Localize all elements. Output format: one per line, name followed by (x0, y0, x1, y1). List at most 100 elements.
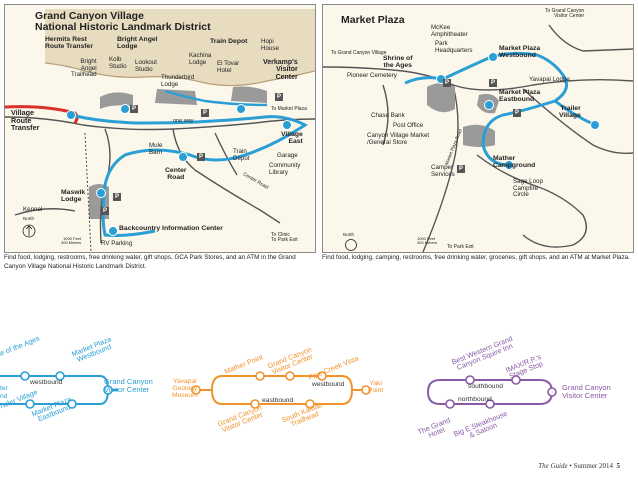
label-sage-loop: Sage Loop Campfire Circle (513, 178, 543, 198)
stop-marker-village-east[interactable] (282, 120, 292, 130)
purple-label-southbound: southbound (468, 383, 503, 390)
label-to-park-exit: To Park Exit (447, 244, 474, 250)
stop-verkamps: Verkamp's Visitor Center (263, 59, 298, 81)
blue-label-visitor-center: Grand Canyon Visitor Center (104, 377, 153, 394)
market-plaza-drawing (323, 24, 633, 252)
building-kachina (155, 89, 197, 105)
parking-icon: P (443, 79, 451, 87)
parking-icon: P (489, 79, 497, 87)
label-to-clinic: To Clinic To Park Exit (271, 232, 298, 244)
road-center (172, 128, 281, 224)
building-shrine (427, 83, 455, 113)
stop-marker-mather[interactable] (504, 160, 514, 170)
hermits-connector (164, 89, 268, 107)
stop-marker-maswik[interactable] (96, 188, 106, 198)
parking-icon: P (457, 165, 465, 173)
label-one-way: one way (173, 118, 194, 124)
road-trailer (522, 88, 633, 155)
stop-marker-center-road[interactable] (178, 152, 188, 162)
stop-backcountry: Backcountry Information Center (119, 225, 223, 232)
label-park-hq: Park Headquarters (435, 40, 473, 54)
label-lookout-studio: Lookout Studio (135, 59, 158, 73)
market-plaza-title: Market Plaza (341, 14, 405, 26)
footer-guide: The Guide (538, 462, 568, 470)
building-market (463, 124, 495, 147)
stop-mather: Mather Campground (493, 155, 536, 170)
road-pioneer (382, 84, 389, 146)
stop-shrine: Shrine of the Ages (383, 55, 413, 70)
label-to-visitor-center: To Grand Canyon Visitor Center (545, 8, 585, 20)
stop-village-east: Village East (281, 131, 303, 146)
orange-label-mather: Mather Point (222, 352, 265, 376)
label-market: Canyon Village Market /General Store (367, 132, 430, 146)
stop-marker-market-west[interactable] (488, 52, 498, 62)
market-plaza-map: P P P P Market Plaza Shrine of the Ages … (322, 4, 634, 253)
label-to-gc-village: To Grand Canyon Village (331, 50, 387, 56)
orange-label-yavapai: Yavapai Geology Museum (172, 378, 198, 400)
market-plaza-road (422, 84, 459, 252)
label-kachina-lodge: Kachina Lodge (189, 52, 212, 66)
label-thunderbird: Thunderbird Lodge (161, 74, 195, 88)
north-arrow-icon (345, 239, 357, 251)
stop-marker-village-transfer[interactable] (66, 110, 76, 120)
stop-village-route-transfer: Village Route Transfer (11, 108, 40, 133)
stop-market-west: Market Plaza Westbound (499, 45, 541, 60)
canyon-rim (44, 62, 315, 87)
label-bright-angel-trailhead: Bright Angel Trailhead (71, 58, 97, 78)
label-north: North (343, 232, 355, 237)
label-garage: Garage (277, 152, 298, 159)
village-map-title-2: National Historic Landmark District (35, 21, 211, 33)
orange-label-visitor-center-bottom: Grand Canyon Visitor Center (216, 402, 265, 435)
orange-label-eastbound: eastbound (262, 397, 294, 404)
blue-label-westbound: westbound (30, 379, 63, 386)
label-kolb-studio: Kolb Studio (109, 56, 127, 70)
stop-marker-bright-angel[interactable] (120, 104, 130, 114)
blue-label-cut-bottom: nd (0, 393, 8, 400)
village-map-caption: Find food, lodging, restrooms, free drin… (4, 254, 296, 270)
purple-label-imax: IMAX/R.P.'s Stage Stop (504, 352, 545, 381)
label-hopi-house: Hopi House (261, 38, 279, 52)
stop-marker-market-east[interactable] (484, 100, 494, 110)
label-yavapai-lodge: Yavapai Lodge (529, 76, 570, 83)
label-mckee: McKee Amphitheater (431, 24, 468, 38)
village-loop-road (5, 116, 315, 131)
market-plaza-caption: Find food, lodging, camping, restrooms, … (322, 254, 630, 261)
parking-icon: P (201, 109, 209, 117)
stop-maswik: Maswik Lodge (61, 189, 86, 204)
blue-label-cut-top: ter (0, 385, 8, 392)
label-north: North (23, 216, 35, 221)
village-route-line (70, 113, 308, 237)
label-rv-parking: RV Parking (101, 240, 133, 247)
building-el-tovar (231, 86, 267, 103)
orange-label-south-kaibab: South Kaibab Trailhead (280, 399, 324, 429)
orange-label-westbound: westbound (312, 381, 345, 388)
stop-marker-backcountry[interactable] (108, 226, 118, 236)
stop-train-depot: Train Depot (210, 38, 248, 45)
village-map-drawing (5, 9, 315, 252)
purple-label-big-e: Big E Steakhouse & Saloon (452, 408, 509, 440)
footer-page-number: 5 (616, 462, 621, 470)
parking-icon: P (513, 109, 521, 117)
label-el-tovar: El Tovar Hotel (217, 60, 240, 74)
label-scale: 1000 Feet 300 Meters (417, 236, 438, 246)
stop-hermits-rest: Hermits Rest Route Transfer (45, 36, 93, 51)
label-post-office: Post Office (393, 122, 424, 129)
label-camper-services: Camper Services (431, 164, 455, 178)
parking-icon: P (130, 105, 138, 113)
stop-bright-angel: Bright Angel Lodge (117, 36, 158, 51)
stop-marker-trailer[interactable] (590, 120, 600, 130)
label-pioneer-cemetery: Pioneer Cemetery (347, 72, 397, 79)
stop-marker-train-depot[interactable] (236, 104, 246, 114)
road-mather (476, 154, 587, 248)
label-kennel: Kennel (23, 206, 43, 213)
parking-icon: P (113, 193, 121, 201)
label-scale: 1000 Feet 300 Meters (61, 236, 82, 246)
market-route-line (404, 51, 569, 167)
main-road (323, 66, 633, 91)
stop-market-east: Market Plaza Eastbound (499, 89, 541, 104)
page-footer: The Guide • Summer 2014 5 (538, 462, 620, 470)
blue-label-shrine: Shrine of the Ages (0, 333, 41, 364)
parking-icon: P (275, 93, 283, 101)
purple-label-northbound: northbound (458, 396, 492, 403)
parking-icon: P (101, 207, 109, 215)
